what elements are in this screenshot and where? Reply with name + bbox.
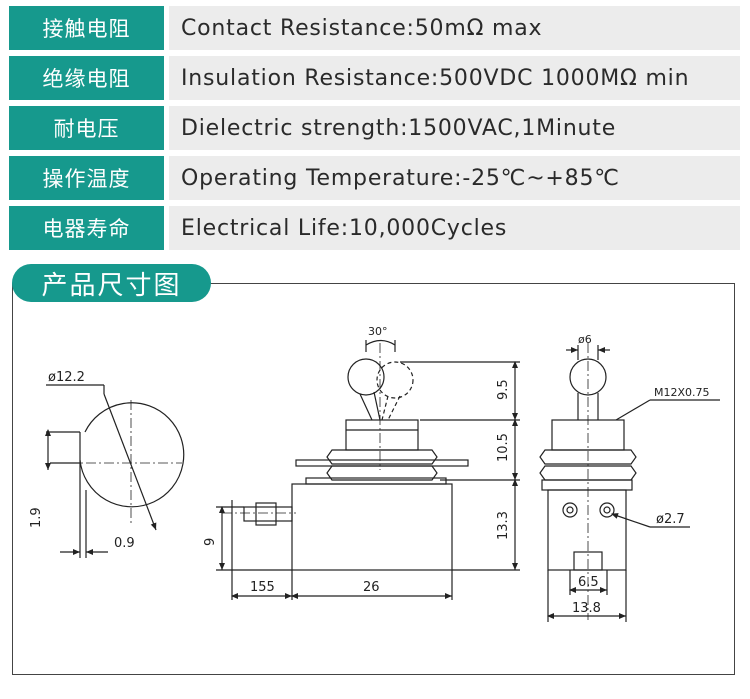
spec-row-electrical-life: 电器寿命 Electrical Life:10,000Cycles	[9, 206, 740, 250]
terminal	[243, 506, 293, 522]
bushing	[345, 419, 419, 451]
spec-label: 绝缘电阻	[9, 56, 164, 100]
spec-value: Operating Temperature:-25℃~+85℃	[169, 156, 740, 200]
mount-hole-left	[562, 502, 578, 518]
spec-label: 接触电阻	[9, 6, 164, 50]
lever-ball	[569, 358, 607, 396]
dim-terminal-pitch: 6.5	[578, 575, 599, 590]
spec-table: 接触电阻 Contact Resistance:50mΩ max 绝缘电阻 In…	[9, 6, 740, 256]
spec-label: 操作温度	[9, 156, 164, 200]
spec-label: 电器寿命	[9, 206, 164, 250]
hole-leader	[611, 513, 651, 528]
mount-hole-left-inner	[566, 506, 574, 514]
side-view	[216, 339, 520, 600]
terminal-slot	[573, 551, 603, 571]
dim-toggle-angle: 30°	[368, 325, 388, 338]
dim-panel-diameter: ø12.2	[48, 370, 85, 385]
dim-panel-offset: 1.9	[29, 507, 44, 528]
spec-row-insulation-resistance: 绝缘电阻 Insulation Resistance:500VDC 1000MΩ…	[9, 56, 740, 100]
spec-row-dielectric-strength: 耐电压 Dielectric strength:1500VAC,1Minute	[9, 106, 740, 150]
spec-value: Insulation Resistance:500VDC 1000MΩ min	[169, 56, 740, 100]
body-cap	[305, 477, 447, 485]
dim-bushing-height: 10.5	[496, 433, 511, 462]
top-nut	[539, 449, 637, 465]
terminal-tab	[255, 502, 277, 526]
mount-hole-right	[599, 502, 615, 518]
lever-ball-alt	[376, 361, 414, 399]
angle-arc	[365, 339, 396, 346]
lever-stem	[359, 391, 381, 421]
body-cap	[541, 479, 633, 491]
spec-value: Contact Resistance:50mΩ max	[169, 6, 740, 50]
switch-body	[291, 483, 453, 571]
switch-body	[547, 489, 627, 571]
panel-plate	[295, 459, 469, 467]
dim-thread: M12X0.75	[654, 386, 710, 399]
panel-circle	[79, 402, 185, 508]
spec-row-contact-resistance: 接触电阻 Contact Resistance:50mΩ max	[9, 6, 740, 50]
lever-ball	[347, 358, 385, 396]
mount-hole-right-inner	[603, 506, 611, 514]
dimension-drawing-frame	[12, 283, 735, 675]
dim-lever-diameter: ø6	[578, 333, 592, 346]
panel-cutout-view	[45, 384, 185, 558]
dim-body-length: 26	[363, 580, 380, 595]
dim-body-height: 13.3	[496, 511, 511, 540]
section-title: 产品尺寸图	[12, 264, 211, 302]
top-nut	[326, 449, 438, 465]
dim-hole-diameter: ø2.7	[656, 512, 685, 527]
dim-lever-height: 9.5	[496, 379, 511, 400]
spec-label: 耐电压	[9, 106, 164, 150]
dim-terminal-length: 155	[250, 580, 275, 595]
lever-stem-alt	[381, 395, 401, 421]
spec-row-operating-temperature: 操作温度 Operating Temperature:-25℃~+85℃	[9, 156, 740, 200]
dim-body-width: 13.8	[572, 601, 601, 616]
bottom-nut	[326, 465, 438, 481]
spec-value: Electrical Life:10,000Cycles	[169, 206, 740, 250]
front-view	[539, 343, 720, 622]
thread-leader	[615, 399, 651, 421]
diameter-leader	[103, 393, 157, 531]
dim-terminal-height: 9	[203, 538, 218, 546]
dim-panel-width: 0.9	[114, 536, 135, 551]
lever-stem	[577, 393, 599, 420]
spec-value: Dielectric strength:1500VAC,1Minute	[169, 106, 740, 150]
